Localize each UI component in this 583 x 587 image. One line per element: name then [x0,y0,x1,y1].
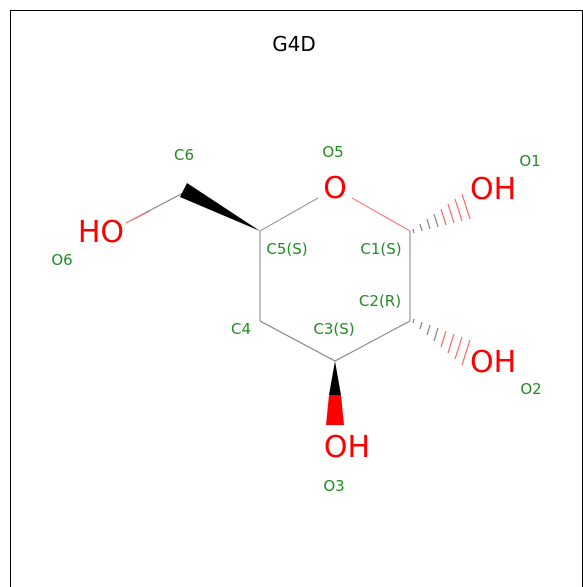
ring-bonds [125,192,411,362]
label-o5: O5 [322,143,343,161]
label-o6: O6 [51,251,72,269]
wedge-bond-c5-c6 [180,183,260,231]
bond-o5-c1 [351,197,411,232]
bond-c3-c4 [259,320,336,362]
label-c3: C3(S) [313,320,354,338]
atom-annotations: C6 O5 O1 O6 C5(S) C1(S) C2(R) C4 C3(S) O… [51,143,541,495]
hashed-bond-c2-o2 [412,318,471,366]
atom-o3: OH [324,430,370,465]
label-c2: C2(R) [359,292,401,310]
label-o2: O2 [520,380,541,398]
atom-o6: HO [78,215,124,250]
atom-o5: O [323,171,347,206]
label-c6: C6 [174,146,194,164]
hashed-bond-c1-o1 [412,193,471,234]
label-o3: O3 [323,477,344,495]
wedge-bond-c3-o3-black [329,361,341,395]
atom-o2: OH [470,345,516,380]
molecule-title: G4D [272,32,316,56]
bond-c5-o5 [259,197,319,232]
diagram-frame [10,10,583,587]
label-o1: O1 [519,152,540,170]
label-c4: C4 [231,320,251,338]
bond-c2-c3 [334,320,411,362]
wedge-bond-c3-o3-red [326,395,344,425]
label-c5: C5(S) [266,240,307,258]
label-c1: C1(S) [360,240,401,258]
atom-o1: OH [470,172,516,207]
bond-o6-partial [125,210,151,224]
